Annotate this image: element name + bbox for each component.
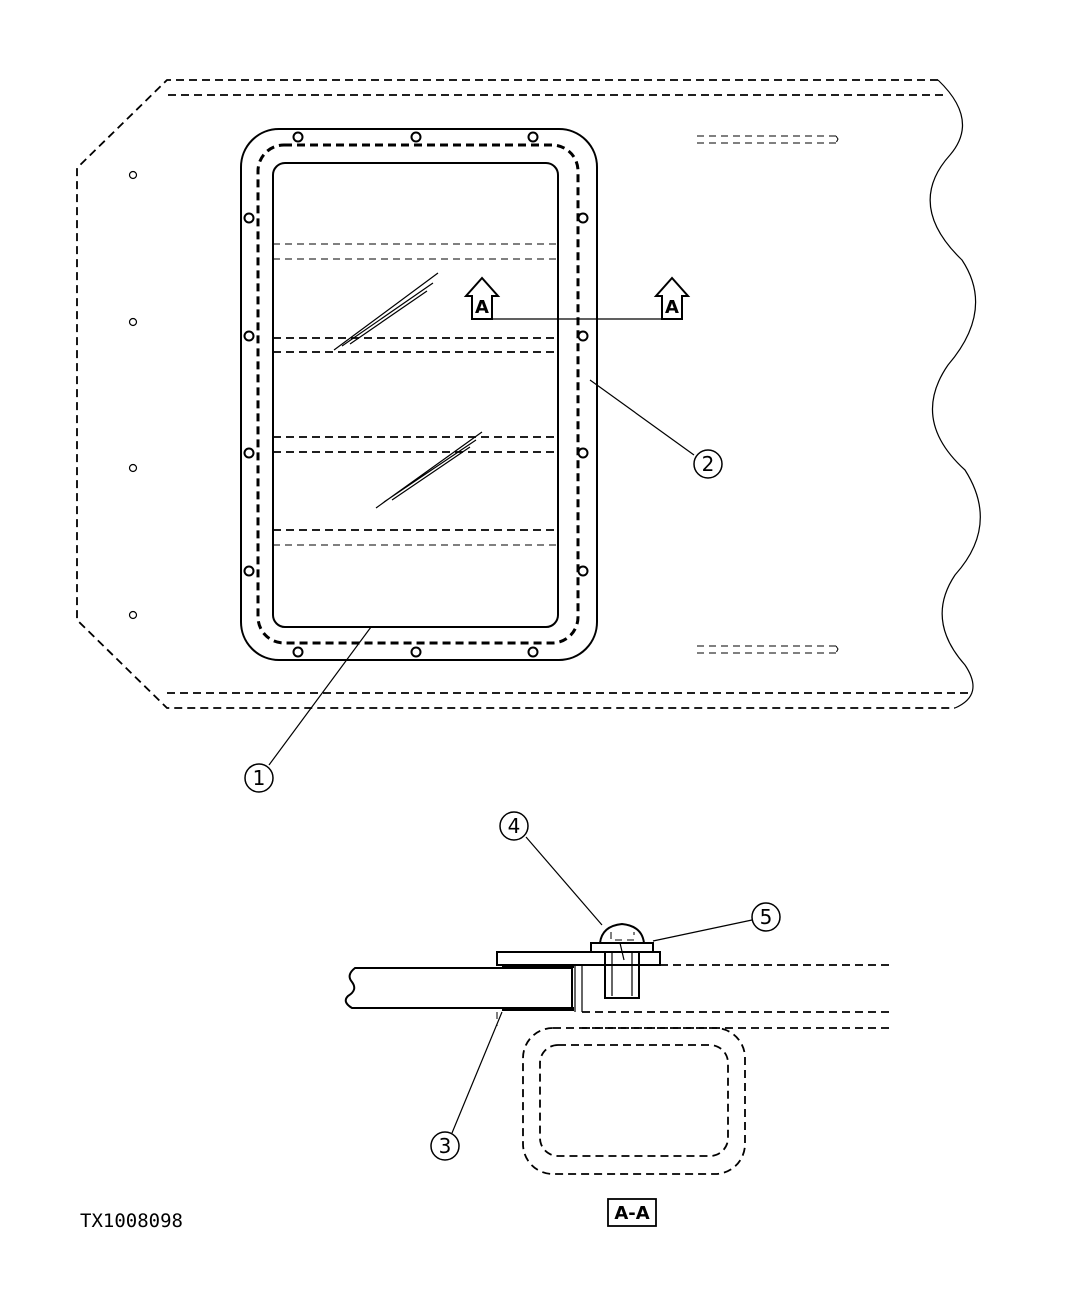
section-view-label-box: A-A [607, 1198, 657, 1227]
section-view-label: A-A [614, 1203, 649, 1224]
bolt [577, 212, 589, 224]
callout-4: 4 [499, 811, 529, 841]
bolt [527, 131, 539, 143]
section-marker-left: A [475, 297, 489, 318]
callout-2-label: 2 [702, 452, 715, 476]
panel-holes [128, 170, 138, 620]
panel-slots [697, 135, 839, 654]
bolt [243, 447, 255, 459]
section-view [344, 922, 893, 1175]
section-marker-right: A [665, 297, 679, 318]
bolt [410, 131, 422, 143]
section-cut-line: A A [463, 276, 691, 320]
bolt [243, 565, 255, 577]
window-glass [272, 162, 559, 628]
leader-lines-section [451, 836, 753, 1134]
callout-1: 1 [244, 763, 274, 793]
window-frame [240, 128, 598, 661]
cab-panel-outline [76, 79, 981, 709]
bolt [577, 447, 589, 459]
bolt [577, 330, 589, 342]
callout-3: 3 [430, 1131, 460, 1161]
figure-id: TX1008098 [80, 1210, 183, 1232]
section-arrow-left: A [463, 276, 501, 320]
bolt [243, 212, 255, 224]
bolt [292, 131, 304, 143]
frame-bolts [243, 131, 589, 658]
section-arrow-right: A [653, 276, 691, 320]
bolt [410, 646, 422, 658]
leader-lines-top [268, 379, 695, 766]
callout-4-label: 4 [508, 814, 521, 838]
bolt [243, 330, 255, 342]
bolt [292, 646, 304, 658]
bolt [527, 646, 539, 658]
callout-3-label: 3 [439, 1134, 452, 1158]
callout-2: 2 [693, 449, 723, 479]
callout-5-label: 5 [760, 905, 773, 929]
callout-5: 5 [751, 902, 781, 932]
bolt [577, 565, 589, 577]
callout-1-label: 1 [253, 766, 266, 790]
